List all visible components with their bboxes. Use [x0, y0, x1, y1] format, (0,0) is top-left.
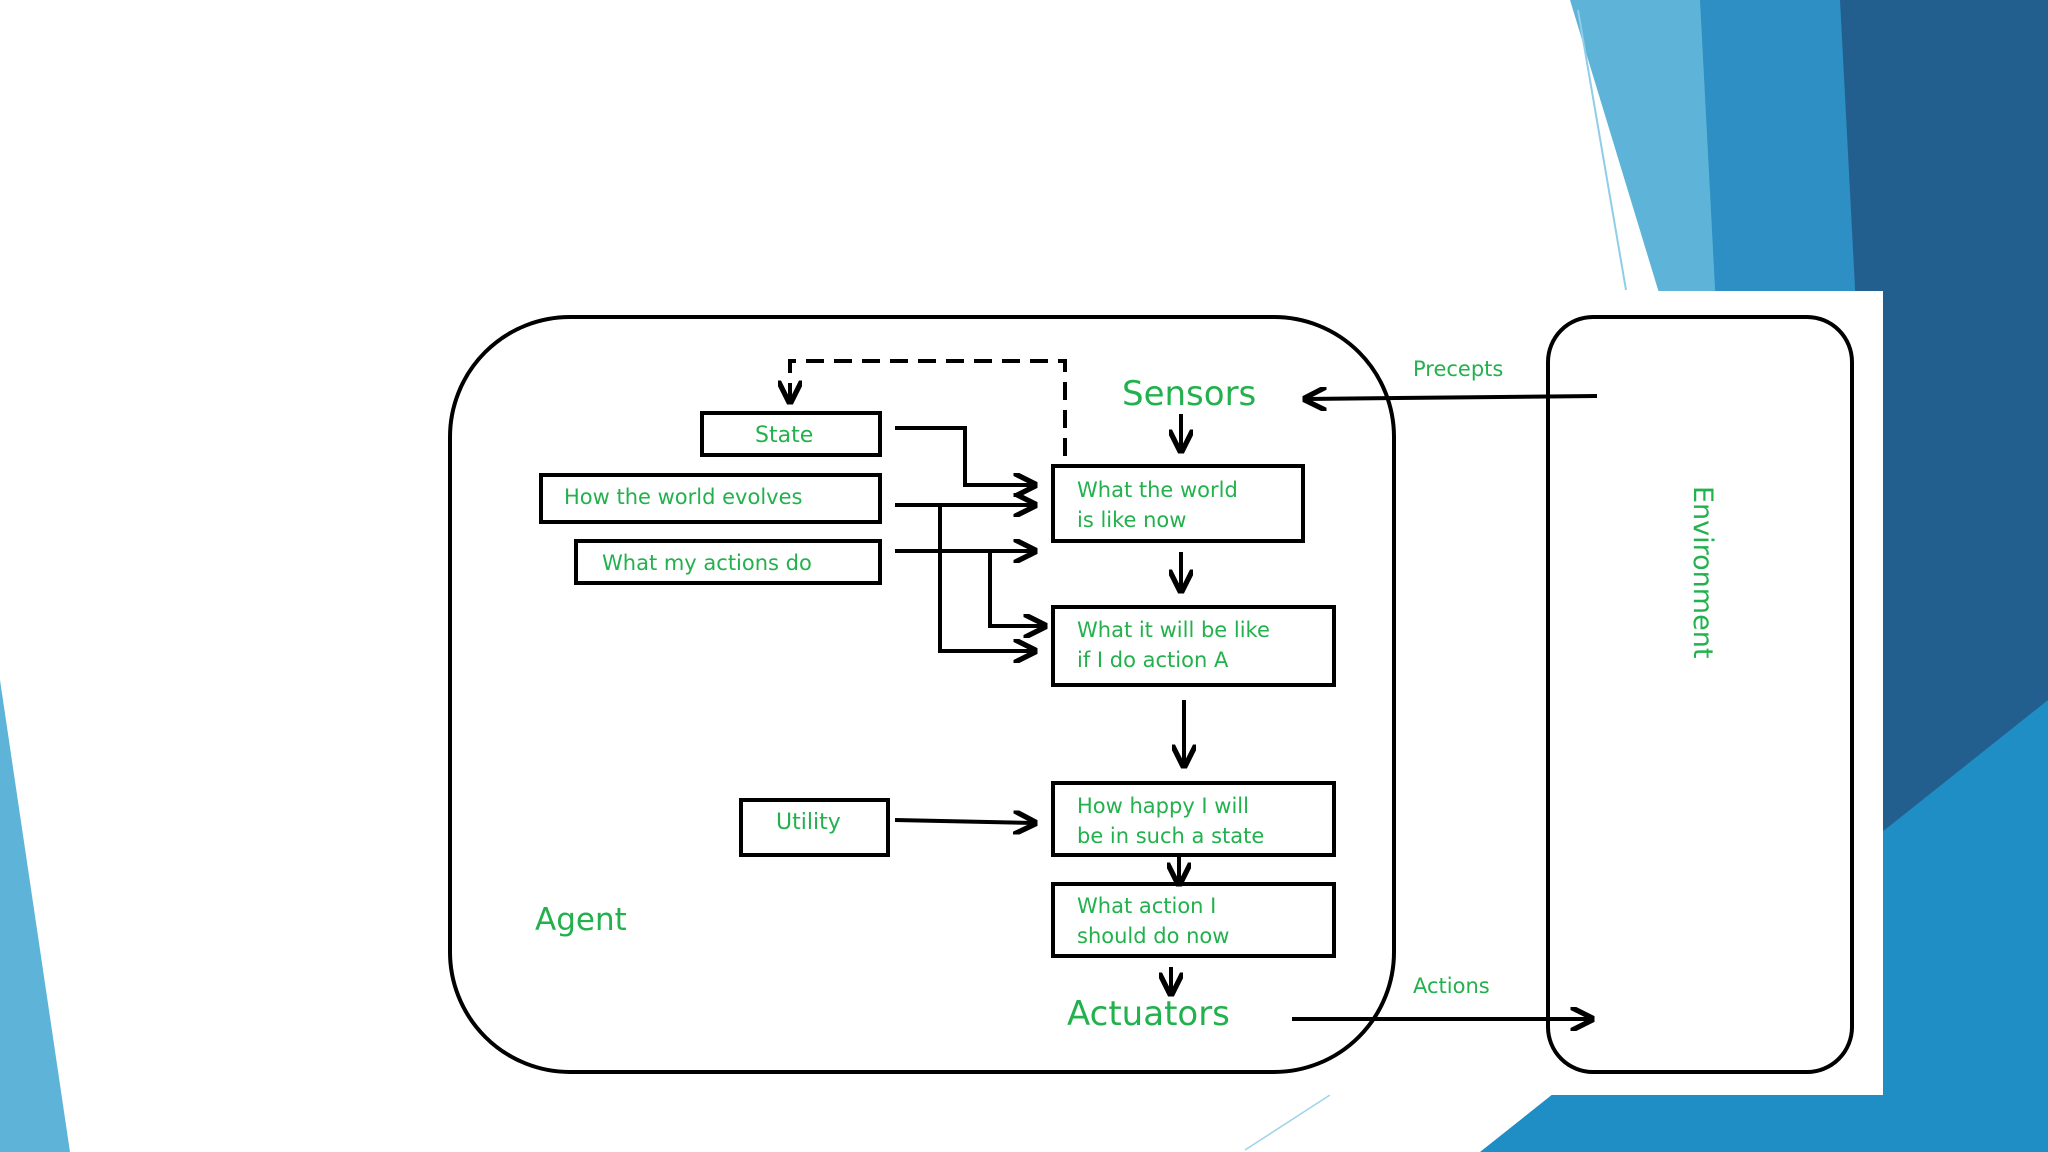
action-now-label-line1: What action I [1077, 894, 1216, 918]
connectors [790, 359, 1598, 1019]
action-a-box [1051, 605, 1336, 687]
world-now-label-line2: is like now [1077, 508, 1186, 532]
agent-label: Agent [535, 902, 627, 938]
action-now-label-line2: should do now [1077, 924, 1229, 948]
sensors-label: Sensors [1122, 374, 1256, 414]
actions-label: Actions [1413, 974, 1490, 998]
utility-label: Utility [776, 810, 841, 835]
evolves-to-action-a-arrow [938, 505, 1035, 651]
happy-box [1051, 781, 1336, 857]
agent-container [448, 315, 1396, 1074]
action-a-label-line1: What it will be like [1077, 618, 1270, 642]
actions-do-box [574, 539, 882, 585]
bottom-thin-line [1244, 1094, 1331, 1151]
precepts-label: Precepts [1413, 357, 1503, 381]
state-to-world-arrow [895, 426, 1035, 485]
actuators-label: Actuators [1067, 994, 1230, 1034]
action-a-label-line2: if I do action A [1077, 648, 1229, 672]
actions-do-to-action-a-arrow [988, 551, 1045, 626]
feedback-dashed-arrow [790, 359, 1067, 456]
state-box [700, 411, 882, 457]
world-evolves-box [539, 473, 882, 524]
utility-box [739, 798, 890, 857]
happy-label-line2: be in such a state [1077, 824, 1264, 848]
world-evolves-label: How the world evolves [564, 485, 802, 509]
environment-container [1546, 315, 1854, 1074]
accent-thin-line [1577, 9, 1627, 291]
environment-to-sensors-arrow [1305, 396, 1598, 399]
world-now-label-line1: What the world [1077, 478, 1238, 502]
utility-to-happy-arrow [894, 820, 1035, 823]
state-label: State [755, 423, 813, 448]
environment-label: Environment [1687, 486, 1718, 658]
action-now-box [1051, 882, 1336, 958]
happy-label-line1: How happy I will [1077, 794, 1249, 818]
world-now-box [1051, 464, 1305, 543]
diagram-image-backdrop [448, 291, 1883, 1095]
left-accent-shape [0, 680, 70, 1152]
actions-do-label: What my actions do [602, 551, 812, 575]
